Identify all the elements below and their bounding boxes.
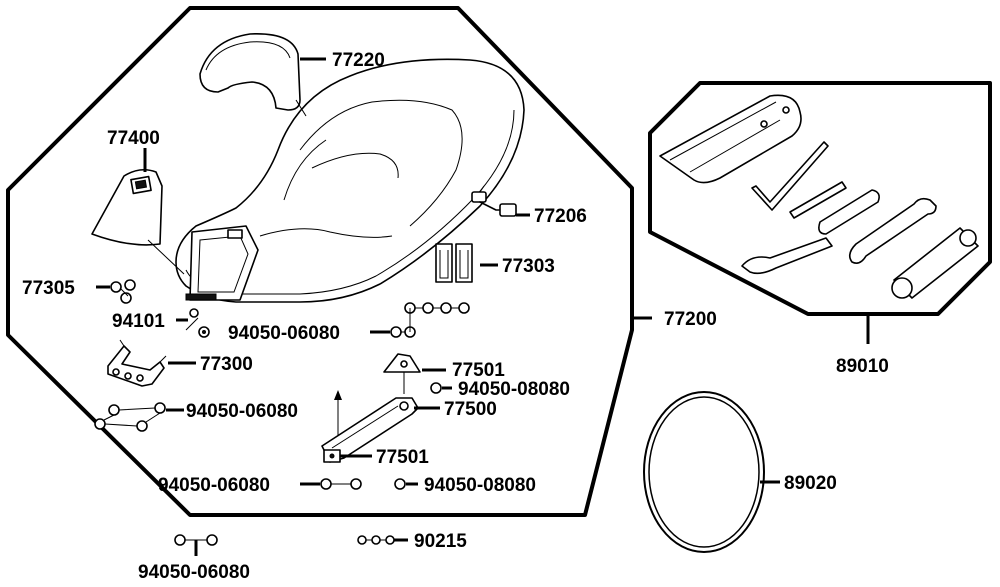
bracket-small-icon	[471, 185, 517, 217]
label-77200: 77200	[664, 309, 717, 330]
nut-cluster-icon	[390, 302, 470, 338]
nut-f-icon	[174, 534, 218, 546]
backrest-icon	[199, 33, 301, 111]
label-89020: 89020	[784, 473, 837, 494]
wrench-icon	[848, 197, 937, 264]
label-77303: 77303	[502, 256, 555, 277]
label-94050-06080-d: 94050-06080	[138, 562, 250, 583]
hook-wrench-icon	[741, 237, 833, 275]
screwdriver-icon	[789, 181, 880, 235]
arrow-up-icon	[334, 390, 342, 440]
hinge-top-icon	[383, 353, 421, 394]
backrest-arrow	[295, 99, 307, 117]
label-94050-06080-b: 94050-06080	[186, 401, 298, 422]
bolt-icon	[185, 308, 199, 331]
washer-icon	[357, 535, 395, 545]
label-94050-06080-a: 94050-06080	[228, 323, 340, 344]
label-94050-08080-a: 94050-08080	[458, 379, 570, 400]
label-94050-08080-b: 94050-08080	[424, 475, 536, 496]
label-77400: 77400	[107, 128, 160, 149]
seat-icon	[175, 58, 525, 303]
label-77300: 77300	[200, 354, 253, 375]
label-77501-top: 77501	[452, 360, 505, 381]
bracket-plate-icon	[107, 339, 167, 387]
nut-a-hole	[202, 330, 206, 334]
label-90215: 90215	[414, 531, 467, 552]
nut-b-icon	[430, 382, 442, 394]
toolkit-group-outline	[648, 81, 992, 316]
hinge-arm-icon	[321, 397, 419, 463]
label-94101: 94101	[112, 311, 165, 332]
label-77501-bottom: 77501	[376, 447, 429, 468]
label-94050-06080-c: 94050-06080	[158, 475, 270, 496]
nut-e-icon	[394, 478, 406, 490]
box-wrench-icon	[891, 227, 979, 299]
hex-key-icon	[751, 141, 829, 211]
label-77220: 77220	[332, 50, 385, 71]
nut-d-icon	[320, 478, 362, 490]
cover-arrow	[147, 239, 185, 275]
screw-icon	[110, 279, 136, 304]
o-ring-icon	[643, 391, 765, 553]
main-group-outline	[6, 6, 634, 517]
clips-icon	[435, 243, 473, 283]
cover-icon	[91, 168, 163, 246]
label-89010: 89010	[836, 356, 889, 377]
tool-pouch-icon	[659, 94, 802, 184]
label-77206: 77206	[534, 206, 587, 227]
label-77305: 77305	[22, 278, 75, 299]
label-77500: 77500	[444, 399, 497, 420]
nut-frame-icon	[94, 402, 166, 432]
